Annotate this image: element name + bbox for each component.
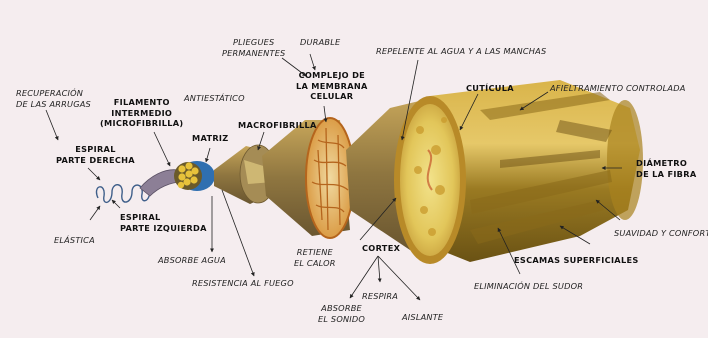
label-pliegues-permanentes: PLIEGUES PERMANENTES bbox=[222, 37, 285, 58]
cortex-cross-section bbox=[394, 96, 466, 264]
label-durable: DURABLE bbox=[300, 37, 340, 48]
label-resistencia-fuego: RESISTENCIA AL FUEGO bbox=[192, 278, 294, 289]
label-diametro-fibra: DIÁMETRO DE LA FIBRA bbox=[636, 158, 696, 179]
label-escamas-superficiales: ESCAMAS SUPERFICIALES bbox=[514, 255, 639, 266]
label-elastica: ELÁSTICA bbox=[54, 235, 95, 246]
label-eliminacion-sudor: ELIMINACIÓN DEL SUDOR bbox=[474, 281, 583, 292]
label-absorbe-sonido: ABSORBE EL SONIDO bbox=[318, 303, 365, 324]
label-absorbe-agua: ABSORBE AGUA bbox=[158, 255, 226, 266]
label-cortex: CORTEX bbox=[362, 243, 400, 254]
label-antiestatico: ANTIESTÁTICO bbox=[184, 93, 245, 104]
label-aislante: AISLANTE bbox=[402, 312, 443, 323]
label-espiral-derecha: ESPIRAL PARTE DERECHA bbox=[56, 144, 135, 165]
label-matriz: MATRIZ bbox=[192, 133, 229, 144]
label-macrofibrilla: MACROFIBRILLA bbox=[238, 120, 317, 131]
microfibril-bundle bbox=[174, 161, 215, 191]
label-cuticula: CUTÍCULA bbox=[466, 83, 514, 94]
label-recuperacion-arrugas: RECUPERACIÓN DE LAS ARRUGAS bbox=[16, 88, 91, 109]
label-repelente: REPELENTE AL AGUA Y A LAS MANCHAS bbox=[376, 46, 546, 57]
label-suavidad-confort: SUAVIDAD Y CONFORT bbox=[614, 228, 708, 239]
label-filamento-intermedio: FILAMENTO INTERMEDIO (MICROFIBRILLA) bbox=[100, 97, 183, 129]
membrane-complex-segment bbox=[262, 118, 354, 238]
label-retiene-calor: RETIENE EL CALOR bbox=[294, 247, 336, 268]
label-afieltramiento: AFIELTRAMIENTO CONTROLADA bbox=[550, 83, 686, 94]
label-respira: RESPIRA bbox=[362, 291, 398, 302]
label-complejo-membrana: COMPLEJO DE LA MEMBRANA CELULAR bbox=[296, 70, 368, 102]
label-espiral-izquierda: ESPIRAL PARTE IZQUIERDA bbox=[120, 212, 207, 233]
